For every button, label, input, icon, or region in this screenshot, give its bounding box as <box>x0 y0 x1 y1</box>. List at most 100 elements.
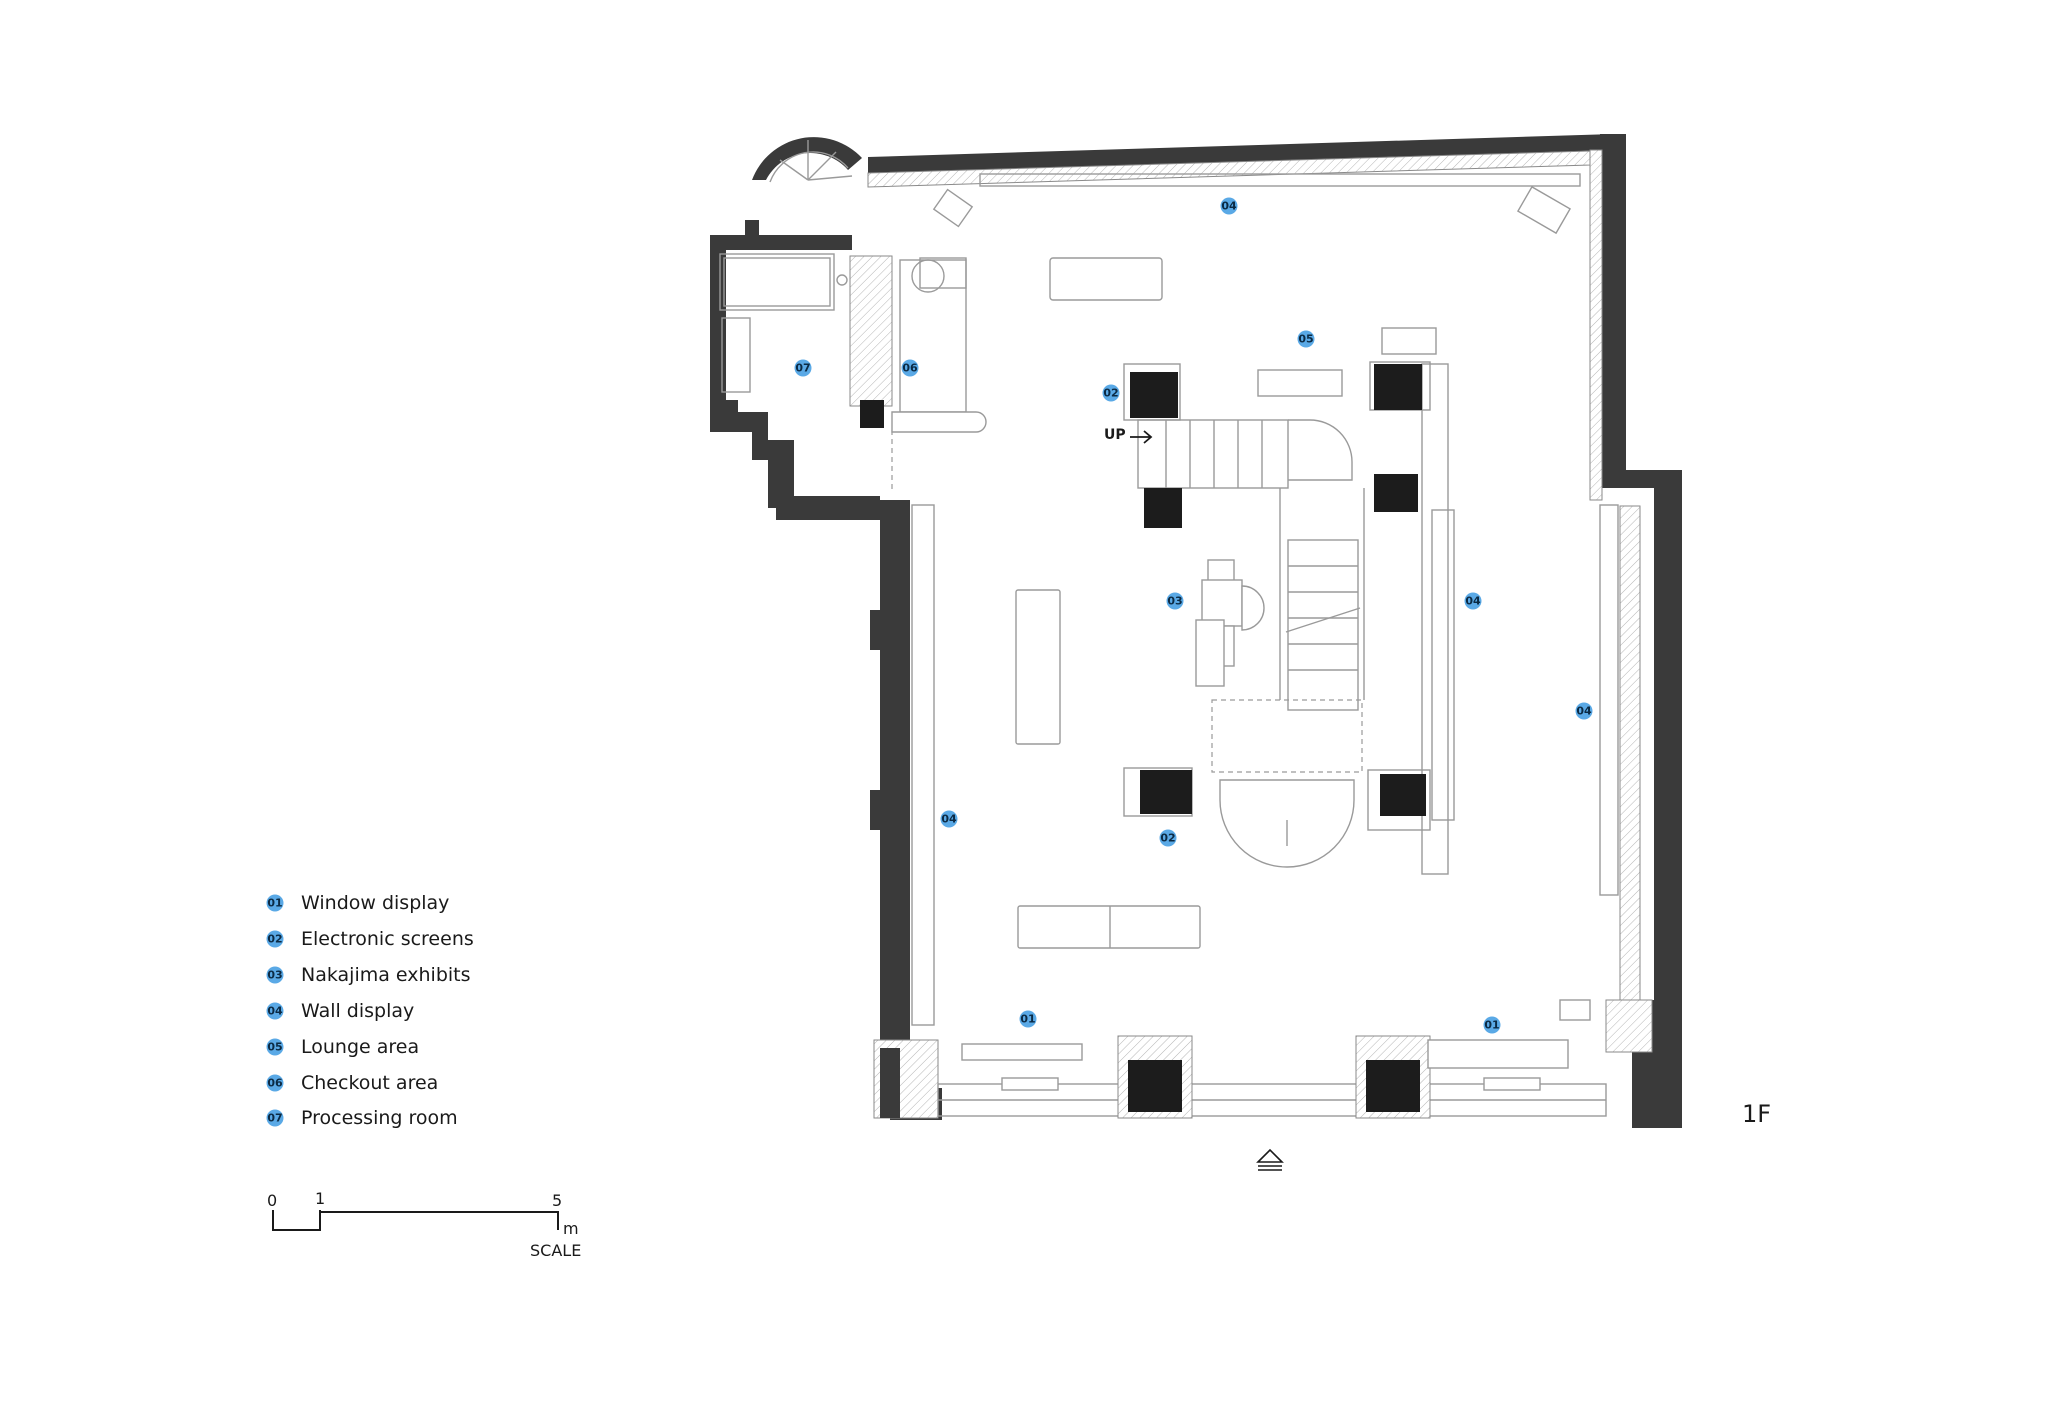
legend-item: 01 Window display <box>266 892 449 914</box>
window-screen-left <box>1128 1060 1182 1112</box>
svg-text:06: 06 <box>902 362 918 375</box>
corner-chair-right <box>1516 185 1572 235</box>
scale-tick-0: 0 <box>267 1191 277 1210</box>
svg-text:Wall display: Wall display <box>301 1000 414 1022</box>
exhibit-round <box>1241 585 1265 631</box>
checkout-desk-top <box>919 257 967 289</box>
wall-display-column-right <box>1421 363 1449 875</box>
svg-text:02: 02 <box>1103 387 1118 400</box>
svg-text:Checkout area: Checkout area <box>301 1072 438 1094</box>
plan-marker: 02 <box>1159 829 1177 847</box>
processing-room-fixtures <box>719 253 893 490</box>
checkout-stool <box>911 259 945 293</box>
front-left-pier <box>880 1048 900 1118</box>
right-wall-lining <box>1589 149 1603 501</box>
plan-marker: 04 <box>1464 592 1482 610</box>
svg-text:04: 04 <box>1576 705 1592 718</box>
svg-text:04: 04 <box>1465 595 1481 608</box>
legend-item: 02 Electronic screens <box>266 928 474 950</box>
small-fixture-right <box>1559 999 1591 1021</box>
svg-text:Processing room: Processing room <box>301 1107 458 1129</box>
plan-marker: 04 <box>1575 702 1593 720</box>
svg-text:03: 03 <box>267 969 282 982</box>
svg-text:04: 04 <box>267 1005 283 1018</box>
wall-display-top <box>979 173 1581 187</box>
stair-curved-base <box>1219 779 1355 868</box>
plan-marker: 01 <box>1019 1010 1037 1028</box>
sink-counter <box>719 253 835 311</box>
processing-room-corner <box>840 496 880 520</box>
plan-marker: 03 <box>1166 592 1184 610</box>
scale-unit: m <box>563 1219 579 1238</box>
stair-break-line <box>1285 607 1361 633</box>
screen-6 <box>1380 774 1426 816</box>
lounge-table <box>1257 369 1343 397</box>
plan-marker: 04 <box>940 810 958 828</box>
front-right-corner <box>1605 999 1653 1053</box>
svg-text:06: 06 <box>267 1077 283 1090</box>
processing-room-wall-stub <box>745 220 759 238</box>
svg-text:05: 05 <box>1298 333 1313 346</box>
walls <box>710 134 1682 1128</box>
right-wall-lining-2 <box>1619 505 1641 1001</box>
shelf-unit <box>721 317 751 393</box>
floor-label: 1F <box>1742 1100 1771 1128</box>
legend: 01 Window display 02 Electronic screens 03… <box>266 892 474 1129</box>
spiral-stair-treads <box>769 140 853 183</box>
svg-text:01: 01 <box>267 897 282 910</box>
table-top-center <box>1049 257 1163 301</box>
legend-item: 06 Checkout area <box>266 1072 438 1094</box>
spiral-stair-tower <box>752 137 862 180</box>
checkout-desk <box>899 259 967 413</box>
screen-3 <box>1140 770 1192 814</box>
window-screen-right <box>1366 1060 1420 1112</box>
entry-counter <box>1427 1039 1569 1069</box>
plan-marker: 06 <box>901 359 919 377</box>
entrance-arrow-icon <box>1256 1148 1284 1171</box>
stair-core <box>1137 419 1365 868</box>
svg-text:02: 02 <box>267 933 282 946</box>
stair-up-arrow-icon <box>1130 430 1153 444</box>
svg-text:Lounge area: Lounge area <box>301 1036 419 1058</box>
exhibit-block-mid <box>1201 579 1243 627</box>
svg-text:Window display: Window display <box>301 892 449 914</box>
screen-5 <box>1374 474 1418 512</box>
lounge-sofa <box>1381 327 1437 355</box>
checkout-screen <box>860 400 884 428</box>
legend-item: 03 Nakajima exhibits <box>266 964 471 986</box>
plan-marker: 02 <box>1102 384 1120 402</box>
wall-display-column-inner <box>1431 509 1455 821</box>
legend-item: 07 Processing room <box>266 1107 458 1129</box>
sink-counter-inner <box>723 257 831 307</box>
nakajima-exhibits <box>1195 559 1265 687</box>
scale-tick-1: 1 <box>315 1189 325 1208</box>
table-front <box>1017 905 1201 949</box>
valve-fixture <box>836 274 848 286</box>
plan-marker: 04 <box>1220 197 1238 215</box>
svg-text:Electronic screens: Electronic screens <box>301 928 474 950</box>
screen-frame-1 <box>1123 363 1181 421</box>
checkout-partition <box>849 255 893 407</box>
svg-text:07: 07 <box>267 1112 282 1125</box>
entry-bench-left <box>961 1043 1083 1061</box>
top-wall <box>868 134 1614 173</box>
wall-display-right <box>1599 504 1619 896</box>
svg-text:02: 02 <box>1160 832 1175 845</box>
electronic-screens <box>1123 361 1431 831</box>
svg-text:04: 04 <box>1221 200 1237 213</box>
svg-text:Nakajima exhibits: Nakajima exhibits <box>301 964 471 986</box>
screen-2 <box>1144 488 1182 528</box>
scale-tick-5: 5 <box>552 1191 562 1210</box>
processing-room-wall <box>710 235 852 520</box>
wall-displays <box>911 173 1619 1026</box>
corner-chair-left <box>932 188 974 228</box>
screen-4 <box>1374 364 1422 410</box>
scale-bar: 0 1 5 m SCALE <box>267 1189 581 1260</box>
legend-item: 04 Wall display <box>266 1000 414 1022</box>
door-handle-left <box>1001 1077 1059 1091</box>
door-handle-right <box>1483 1077 1541 1091</box>
stair-flight-lower <box>1287 539 1359 711</box>
wall-display-left <box>911 504 935 1026</box>
